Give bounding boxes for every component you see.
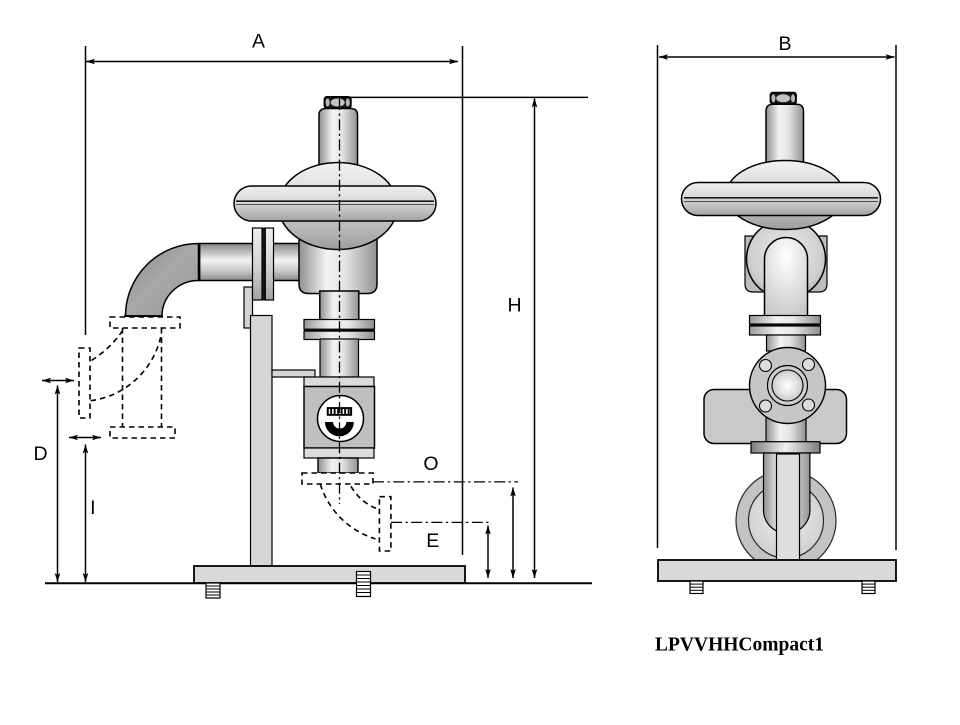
svg-text:D: D [33, 443, 47, 465]
svg-text:H: H [507, 295, 521, 317]
svg-text:A: A [252, 31, 265, 53]
svg-text:LPVVHHCompact1: LPVVHHCompact1 [655, 635, 824, 656]
svg-text:E: E [426, 530, 439, 552]
svg-text:I: I [90, 497, 95, 519]
svg-text:O: O [423, 453, 438, 475]
svg-text:B: B [778, 33, 791, 55]
